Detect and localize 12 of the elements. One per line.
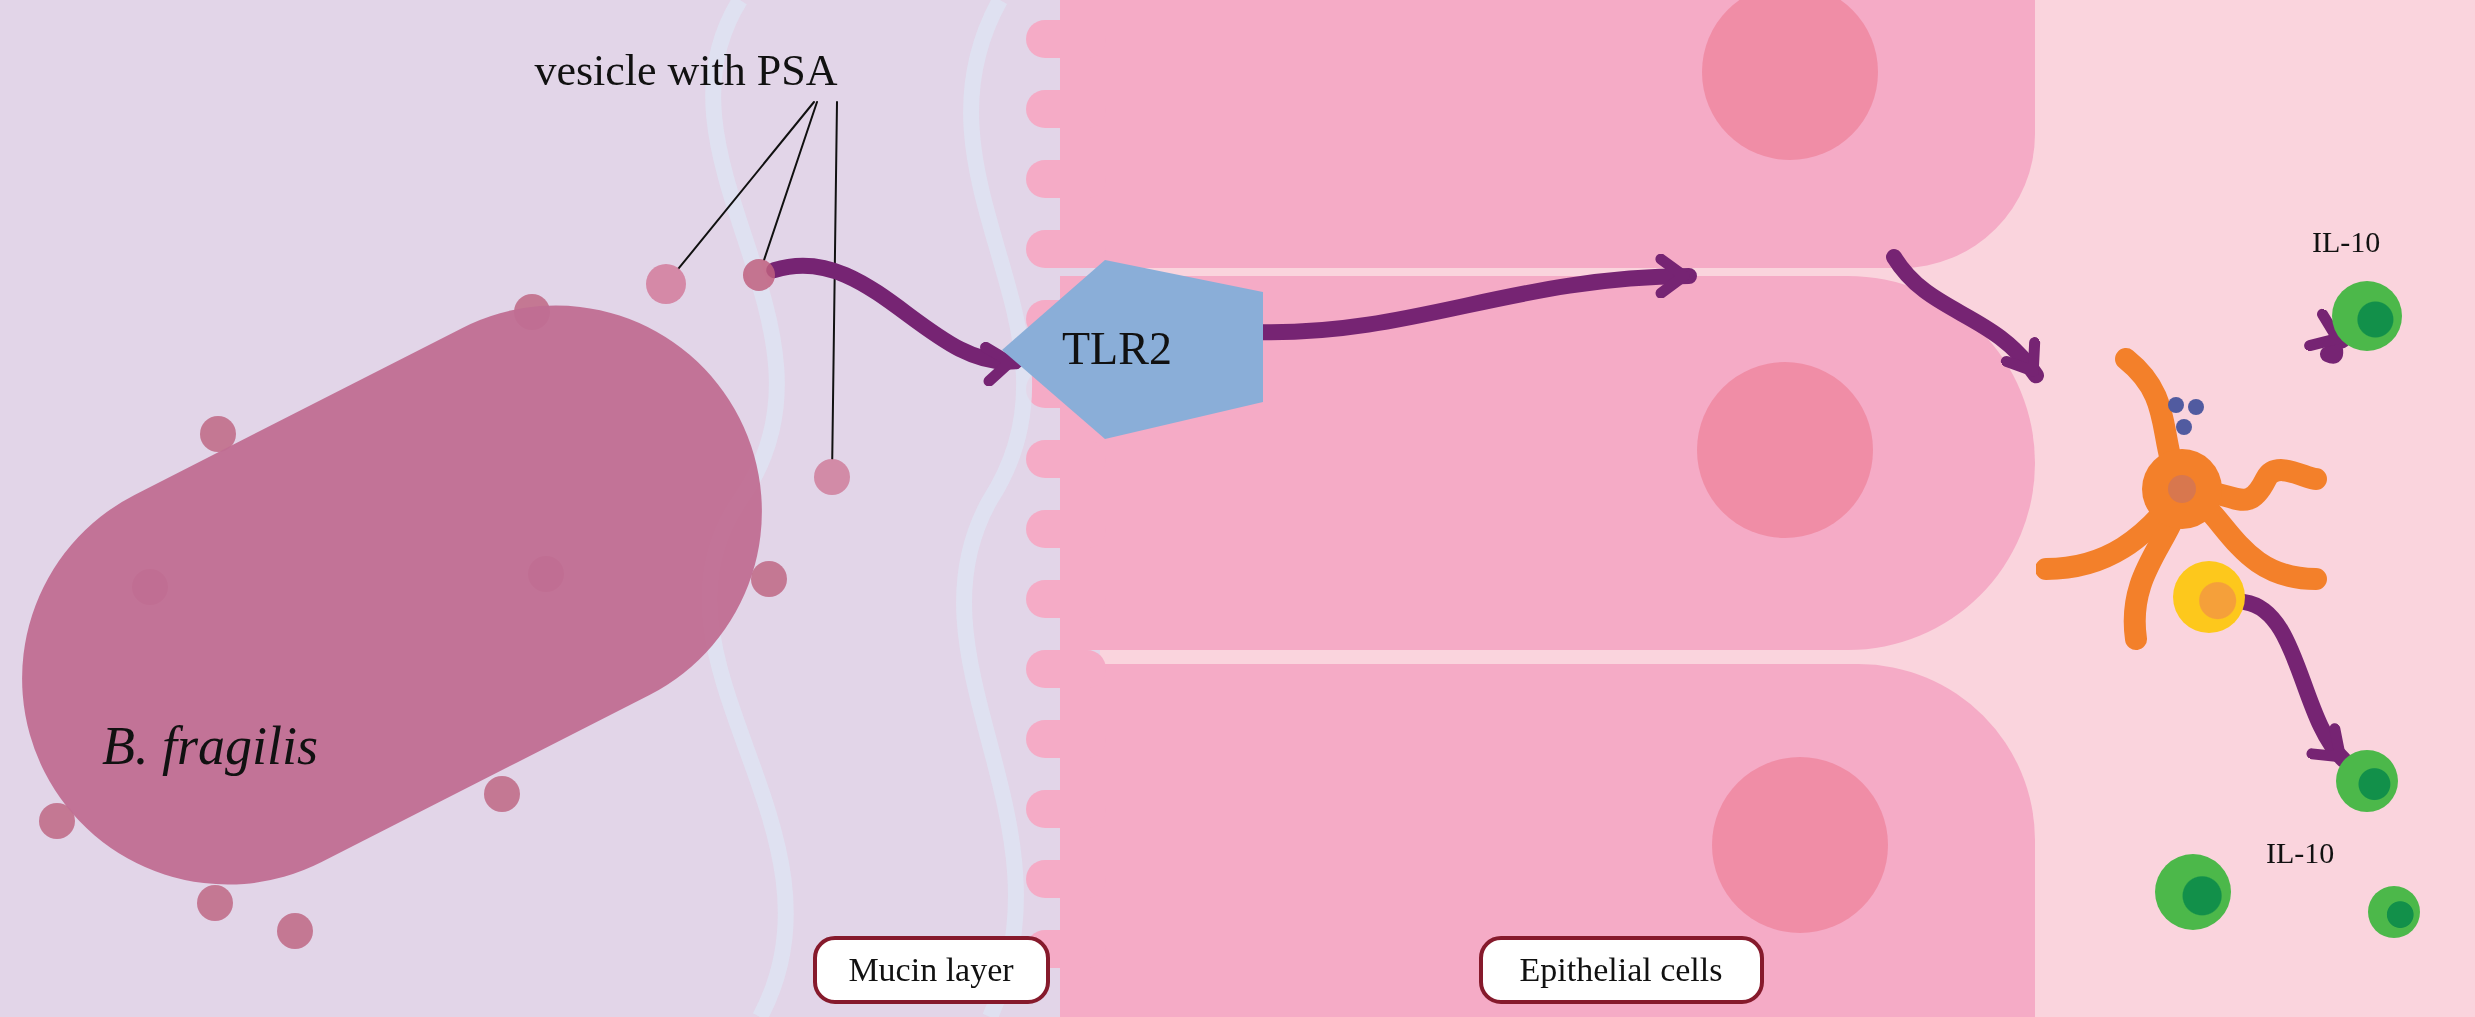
leader-line [677, 101, 815, 270]
leader-line [831, 101, 838, 460]
leader-line [763, 101, 818, 261]
cytokine-label: IL-10 [2312, 225, 2381, 259]
callout-text: vesicle with PSA [480, 40, 892, 102]
cytokine-label: IL-10 [2266, 836, 2335, 870]
region-label: Epithelial cells [1478, 936, 1764, 1004]
receptor-name: TLR2 [1062, 322, 1172, 375]
region-label: Mucin layer [812, 936, 1050, 1004]
curved-arrow [2304, 310, 2350, 364]
curved-arrow [1886, 249, 2044, 384]
species-name: B. fragilis [102, 715, 319, 777]
